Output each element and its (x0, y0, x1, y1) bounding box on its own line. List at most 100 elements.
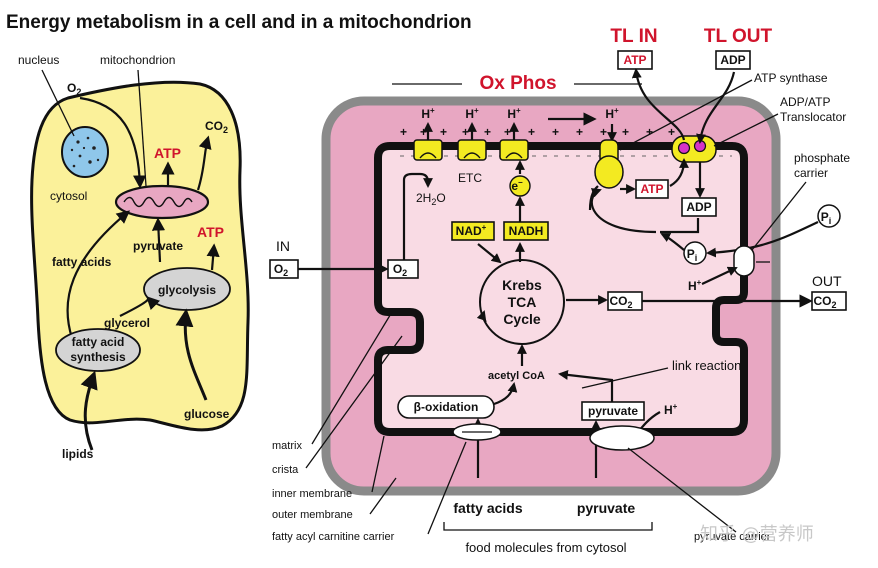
cell-atp-top: ATP (154, 145, 181, 161)
in-o2-label: O2 (274, 262, 288, 278)
acetyl-coa-label: acetyl CoA (488, 370, 545, 382)
matrix-pyruvate-label: pyruvate (588, 404, 638, 418)
nad-label: NAD+ (456, 223, 487, 238)
krebs-label-3: Cycle (503, 311, 541, 327)
mitochondrion-pointer (137, 69, 147, 187)
krebs-label-1: Krebs (502, 277, 542, 293)
svg-text:+: + (600, 125, 607, 139)
atp-synthase-head (594, 155, 624, 189)
svg-text:+: + (400, 125, 407, 139)
nucleus-pointer (41, 69, 75, 137)
bottom-fatty-acids: fatty acids (453, 500, 522, 516)
phosphate-carrier-label-1: phosphate (794, 151, 850, 165)
phosphate-carrier-shape (733, 245, 755, 277)
nadh-label: NADH (509, 224, 544, 238)
o2-to-water-arrow (402, 172, 433, 262)
matrix-co2-label: CO2 (609, 294, 632, 310)
plus-charges: ++++ ++++ ++++ + (400, 125, 675, 139)
svg-text:+: + (646, 125, 653, 139)
cell-diagram: nucleus mitochondrion O2 CO2 ATP ATP cyt… (18, 53, 250, 461)
atp-out-arrow (631, 68, 686, 141)
nad-to-krebs-arrow (477, 243, 502, 264)
nucleus-label: nucleus (18, 53, 59, 67)
food-molecules-bracket (443, 522, 653, 531)
beta-oxidation-label: β-oxidation (414, 400, 479, 414)
matrix-pyruvate-box (581, 401, 645, 421)
legend-crista-pointer (305, 335, 403, 469)
matrix-atp-box (635, 179, 669, 199)
nadh-box (503, 221, 549, 241)
tl-in-atp: ATP (623, 53, 646, 67)
legend-inner-membrane: inner membrane (272, 488, 352, 500)
link-reaction-pointer (581, 367, 669, 389)
etc-label: ETC (458, 171, 482, 185)
out-co2-box (811, 291, 847, 311)
pi-outer-circle (817, 204, 841, 228)
ox-phos-label: Ox Phos (479, 73, 556, 94)
matrix-o2-label: O2 (393, 262, 407, 278)
tl-in-label: TL IN (610, 26, 657, 47)
etc-protons: H+ H+ H+ H+ (421, 106, 619, 142)
pyruvate-carrier-shape (589, 425, 655, 451)
bottom-pyruvate: pyruvate (577, 500, 636, 516)
svg-text:H+: H+ (421, 106, 435, 121)
cell-mitochondrion-shape (114, 184, 210, 220)
svg-text:+: + (440, 125, 447, 139)
svg-text:+: + (552, 125, 559, 139)
cell-mitochondrion-cristae (123, 196, 193, 208)
pyruvate-carrier-label: pyruvate carrier (694, 531, 771, 543)
pi-h-arrow (701, 266, 738, 285)
link-reaction-label: link reaction (672, 358, 741, 373)
svg-text:+: + (576, 125, 583, 139)
nucleus-dots (70, 136, 100, 168)
svg-text:H+: H+ (507, 106, 521, 121)
krebs-cycle-arrowhead (476, 310, 487, 323)
legend-outer-membrane: outer membrane (272, 509, 353, 521)
svg-text:+: + (462, 125, 469, 139)
pi-matrix-circle (683, 241, 707, 265)
glucose-label: glucose (184, 407, 230, 421)
watermark: 知乎 @营养师 (700, 524, 814, 545)
svg-text:+: + (484, 125, 491, 139)
in-label: IN (276, 238, 290, 254)
glycerol-arrow (119, 296, 161, 317)
legend-matrix: matrix (272, 440, 302, 452)
beta-to-acetyl-arrow (493, 382, 518, 406)
pi-h-label: H+ (688, 278, 702, 293)
krebs-label-2: TCA (508, 294, 537, 310)
legend-outer-pointer (369, 477, 397, 515)
phosphate-carrier-pointer (751, 181, 807, 251)
atp-synthase-pointer (619, 79, 753, 151)
translocator-atp-site (677, 141, 691, 155)
o2-arrow (79, 96, 147, 189)
pyruvate-to-acetyl-arrow (558, 369, 614, 402)
fatty-acids-arrow (66, 210, 131, 339)
svg-text:+: + (528, 125, 535, 139)
fa-synthesis-line1: fatty acid (72, 335, 125, 349)
out-co2-label: CO2 (813, 294, 836, 310)
water-label: 2H2O (416, 191, 446, 207)
tl-out-label: TL OUT (704, 26, 773, 47)
food-molecules-label: food molecules from cytosol (465, 540, 626, 555)
lipids-arrow (80, 370, 98, 451)
co2-arrow (196, 135, 212, 191)
beta-oxidation-box (397, 395, 495, 419)
krebs-cycle-circle (479, 259, 565, 345)
translocator-label-2: Translocator (780, 110, 846, 124)
legend-crista: crista (272, 464, 299, 476)
glucose-arrow (175, 308, 208, 401)
cell-atp-right: ATP (197, 224, 224, 240)
pi-import-arrow (706, 221, 819, 258)
mitochondrion-diagram: Ox Phos TL IN TL OUT ATP ADP ++++ ++++ +… (269, 26, 850, 555)
cytosol-label: cytosol (50, 189, 87, 203)
svg-text:+: + (420, 125, 427, 139)
electron-shape (509, 175, 531, 197)
atp-to-translocator-arrow (669, 158, 689, 187)
pi-to-synthase-arrow (660, 233, 685, 251)
svg-text:+: + (668, 125, 675, 139)
translocator-label-1: ADP/ATP (780, 95, 830, 109)
pi-matrix-label: Pi (687, 247, 698, 263)
lipids-label: lipids (62, 447, 94, 461)
